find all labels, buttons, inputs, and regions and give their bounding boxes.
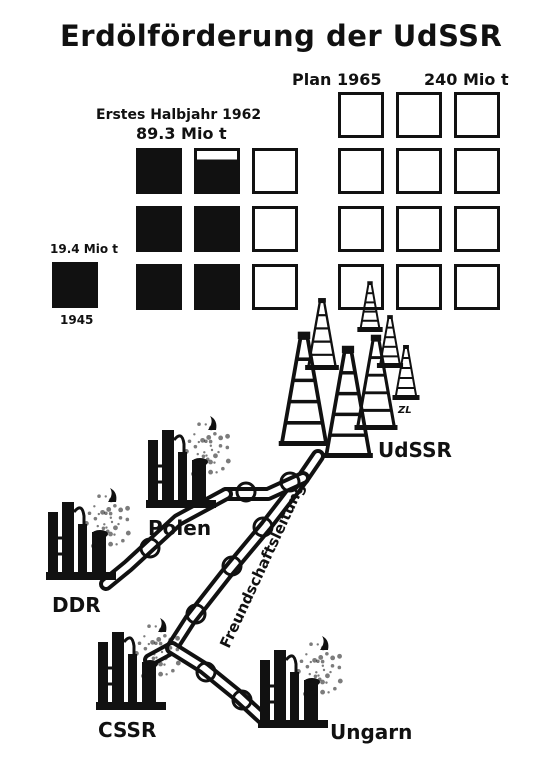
square-1962-2 (136, 206, 182, 252)
artist-signature: ZL (398, 405, 412, 416)
derrick-6 (278, 331, 330, 446)
square-plan-1965-2 (396, 92, 442, 138)
square-plan-1965-5 (396, 148, 442, 194)
square-plan-1965-9 (454, 206, 500, 252)
square-plan-1965-12 (454, 264, 500, 310)
derrick-4 (392, 345, 420, 400)
derrick-7 (323, 345, 373, 458)
square-plan-1965-11 (396, 264, 442, 310)
oil-derricks (278, 281, 420, 458)
derrick-3 (376, 315, 404, 368)
pipeline-to-polen (219, 471, 310, 501)
square-1962-7 (252, 264, 298, 310)
production-squares (52, 92, 500, 310)
derrick-1 (357, 281, 383, 332)
square-plan-1965-1 (338, 92, 384, 138)
square-1962-4 (194, 264, 240, 310)
country-label-ungarn: Ungarn (330, 720, 413, 744)
derrick-2 (305, 298, 339, 370)
country-label-ddr: DDR (52, 593, 101, 617)
square-1962-3 (136, 148, 182, 194)
square-plan-1965-10 (338, 264, 384, 310)
first-half-1962-label: Erstes Halbjahr 1962 (96, 107, 262, 123)
refinery-ungarn (258, 636, 343, 728)
square-plan-1965-4 (338, 148, 384, 194)
pipe-coupling (195, 661, 217, 683)
square-plan-1965-8 (396, 206, 442, 252)
refineries (46, 416, 343, 728)
derrick-5 (354, 334, 398, 430)
country-label-cssr: CSSR (98, 718, 157, 742)
pipe-coupling (279, 471, 301, 493)
square-plan-1965-3 (454, 92, 500, 138)
year-1945-label: 1945 (60, 313, 94, 327)
refinery-cssr (96, 618, 181, 710)
pipe-coupling (139, 537, 161, 559)
square-1945-1 (52, 262, 98, 308)
square-plan-1965-7 (338, 206, 384, 252)
pipe-coupling (252, 516, 274, 538)
plan-amount-label: 240 Mio t (424, 70, 509, 89)
square-1962-5 (194, 206, 240, 252)
pipe-coupling (235, 481, 257, 503)
country-label-udssr: UdSSR (378, 438, 452, 462)
refinery-ddr (46, 488, 131, 580)
amount-1962-label: 89.3 Mio t (136, 124, 227, 143)
pipe-coupling (231, 689, 253, 711)
plan-1965-label: Plan 1965 (292, 70, 382, 89)
refinery-polen (146, 416, 231, 508)
square-1962-9 (252, 148, 298, 194)
country-label-polen: Polen (148, 516, 212, 540)
square-1962-8 (252, 206, 298, 252)
square-1962-1 (136, 264, 182, 310)
page-title: Erdölförderung der UdSSR (60, 19, 503, 53)
square-plan-1965-6 (454, 148, 500, 194)
pipe-coupling (185, 603, 207, 625)
square-1962-6 (194, 148, 240, 194)
amount-1945-label: 19.4 Mio t (50, 242, 118, 256)
pipe-coupling (221, 555, 243, 577)
